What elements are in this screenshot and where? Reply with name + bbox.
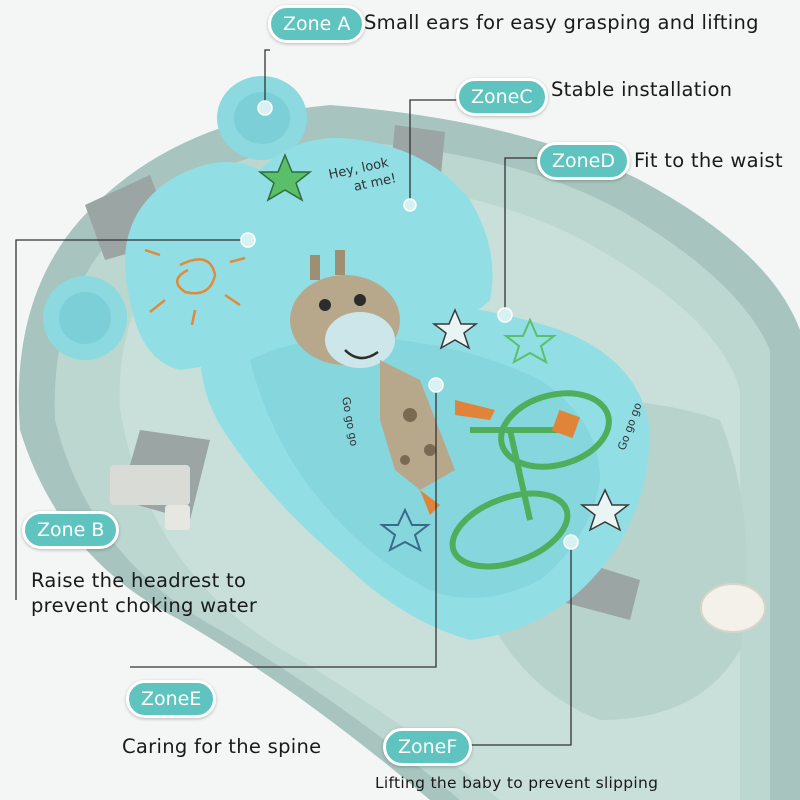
zone-markers [240,100,579,550]
zone-d-badge: ZoneD [537,142,631,180]
zone-c-text: Stable installation [551,78,733,101]
zone-e-badge: ZoneE [126,680,217,718]
zone-e-text: Caring for the spine [122,735,322,758]
bath-cushion [43,76,650,640]
zone-c-badge: ZoneC [456,78,548,116]
zone-b-text-line-1: Raise the headrest to [31,569,247,592]
zone-a-text: Small ears for easy grasping and lifting [364,11,759,34]
zone-b-text-line-2: prevent choking water [31,594,258,617]
zone-a-badge: Zone A [268,5,366,43]
zone-b-badge: Zone B [22,511,120,549]
zone-f-text: Lifting the baby to prevent slipping [375,774,659,792]
zone-f-badge: ZoneF [383,728,473,766]
sponge [700,583,766,633]
leader-lines [15,49,572,746]
zone-d-text: Fit to the waist [634,149,783,172]
